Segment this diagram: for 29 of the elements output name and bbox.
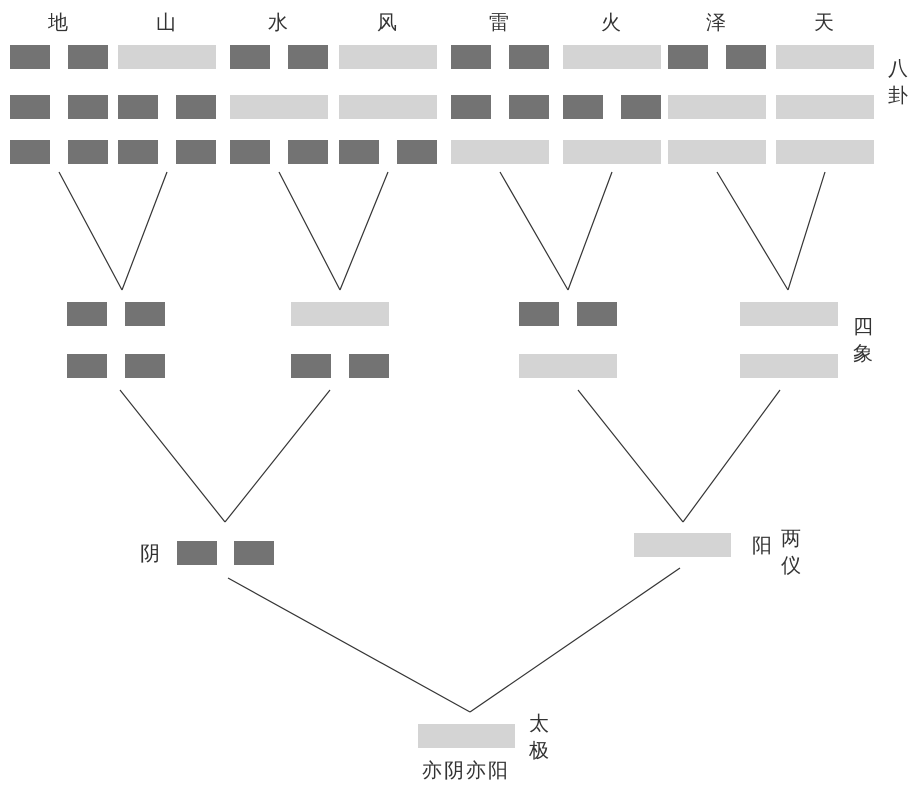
trigram-label: 火 [601,10,621,34]
trigram-label: 雷 [489,10,509,34]
level-label: 四象 [853,313,874,367]
connector-line [578,390,684,522]
trigram-label: 水 [268,10,288,34]
trigram-label: 风 [377,10,397,34]
connector-line [58,172,123,290]
connector-line [567,172,613,290]
connector-line [716,172,789,290]
connector-line [787,172,826,290]
connector-line [682,390,780,522]
level-label: 太极 [529,710,550,764]
line-label: 阳 [752,533,772,557]
connector-line [224,390,330,522]
connector-line [278,172,341,290]
trigram-label: 地 [48,10,68,34]
line-label: 阴 [140,541,160,565]
connector-line [121,172,168,290]
connector-line [499,172,569,290]
trigram-label: 山 [156,10,176,34]
connector-line [228,577,470,713]
connector-line [470,568,680,712]
caption-text: 亦阴亦阳 [421,758,511,782]
trigram-label: 泽 [706,10,726,34]
connector-line [120,390,226,522]
connector-line [339,172,389,290]
level-label: 两仪 [781,525,802,579]
trigram-label: 天 [814,10,834,34]
level-label: 八卦 [888,55,909,109]
